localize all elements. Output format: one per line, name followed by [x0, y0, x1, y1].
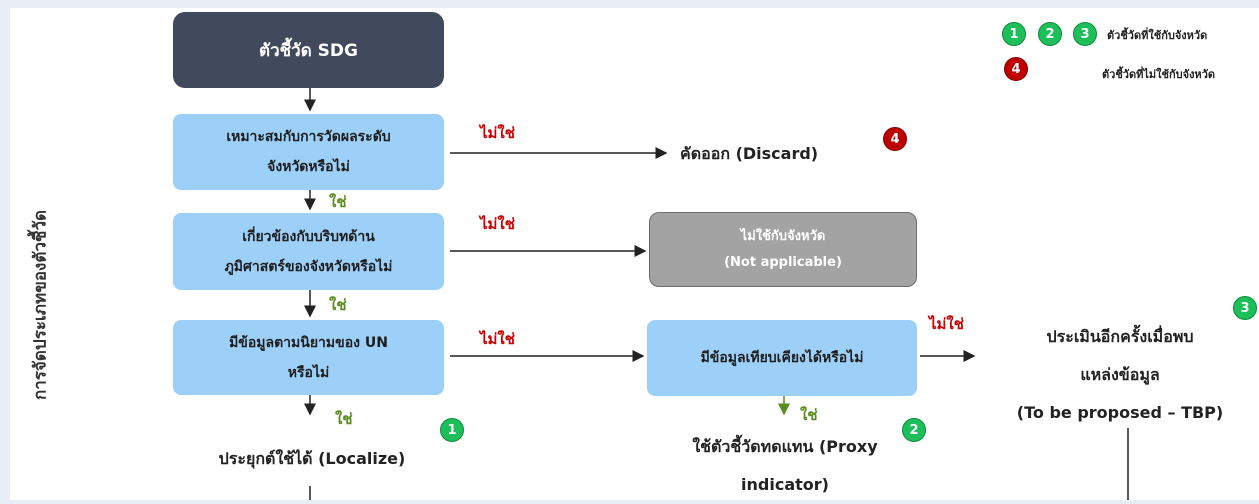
legend-badge-3: 3	[1073, 22, 1097, 46]
question-box-2: เกี่ยวข้องกับบริบทด้าน ภูมิศาสตร์ของจังห…	[173, 213, 444, 290]
no-label-q1: ไม่ใช่	[480, 124, 515, 142]
question-2-line-2: ภูมิศาสตร์ของจังหวัดหรือไม่	[224, 258, 393, 275]
proxy-outcome: ใช้ตัวชี้วัดทดแทน (Proxy indicator)	[660, 428, 910, 504]
question-4-label: มีข้อมูลเทียบเคียงได้หรือไม่	[700, 350, 864, 366]
badge-2-proxy: 2	[902, 418, 926, 442]
yes-label-q1: ใช่	[329, 193, 347, 211]
proxy-line-1: ใช้ตัวชี้วัดทดแทน (Proxy	[692, 437, 878, 456]
tbp-line-2: แหล่งข้อมูล	[1080, 365, 1160, 384]
badge-1-localize: 1	[440, 418, 464, 442]
question-2-line-1: เกี่ยวข้องกับบริบทด้าน	[242, 228, 375, 245]
legend-badge-1: 1	[1002, 22, 1026, 46]
legend-not-applicable-label: ตัวชี้วัดที่ไม่ใช้กับจังหวัด	[1102, 68, 1216, 81]
question-3-line-1: มีข้อมูลตามนิยามของ UN	[229, 334, 388, 351]
discard-outcome: คัดออก (Discard)	[680, 144, 819, 163]
proxy-line-2: indicator)	[741, 475, 829, 494]
yes-label-q3: ใช่	[335, 410, 353, 428]
start-box-sdg-indicator: ตัวชี้วัด SDG	[173, 12, 444, 88]
no-label-q2: ไม่ใช่	[480, 215, 515, 233]
question-box-4: มีข้อมูลเทียบเคียงได้หรือไม่	[647, 320, 917, 396]
not-applicable-box: ไม่ใช้กับจังหวัด (Not applicable)	[649, 212, 917, 287]
question-box-3: มีข้อมูลตามนิยามของ UN หรือไม่	[173, 320, 444, 395]
yes-label-q4: ใช่	[800, 406, 818, 424]
localize-outcome: ประยุกต์ใช้ได้ (Localize)	[218, 449, 406, 468]
no-label-q4: ไม่ใช่	[929, 315, 964, 333]
tbp-line-3: (To be proposed – TBP)	[1016, 403, 1224, 422]
not-applicable-line-2: (Not applicable)	[724, 254, 842, 270]
question-3-line-2: หรือไม่	[287, 364, 330, 381]
legend-applicable-label: ตัวชี้วัดที่ใช้กับจังหวัด	[1107, 29, 1208, 42]
legend-badge-4: 4	[1004, 57, 1028, 81]
start-box-label: ตัวชี้วัด SDG	[259, 40, 358, 61]
question-1-line-1: เหมาะสมกับการวัดผลระดับ	[226, 129, 391, 145]
badge-3-tbp: 3	[1233, 296, 1257, 320]
sidebar-label: การจัดประเภทของตัวชี้วัด	[30, 209, 51, 401]
legend-badge-2: 2	[1038, 22, 1062, 46]
no-label-q3: ไม่ใช่	[480, 330, 515, 348]
tbp-line-1: ประเมินอีกครั้งเมื่อพบ	[1046, 327, 1194, 346]
yes-label-q2: ใช่	[329, 296, 347, 314]
badge-4-discard: 4	[883, 127, 907, 151]
tbp-outcome: ประเมินอีกครั้งเมื่อพบ แหล่งข้อมูล (To b…	[985, 318, 1255, 432]
question-1-line-2: จังหวัดหรือไม่	[267, 159, 350, 175]
not-applicable-line-1: ไม่ใช้กับจังหวัด	[740, 228, 826, 244]
question-box-1: เหมาะสมกับการวัดผลระดับ จังหวัดหรือไม่	[173, 114, 444, 190]
